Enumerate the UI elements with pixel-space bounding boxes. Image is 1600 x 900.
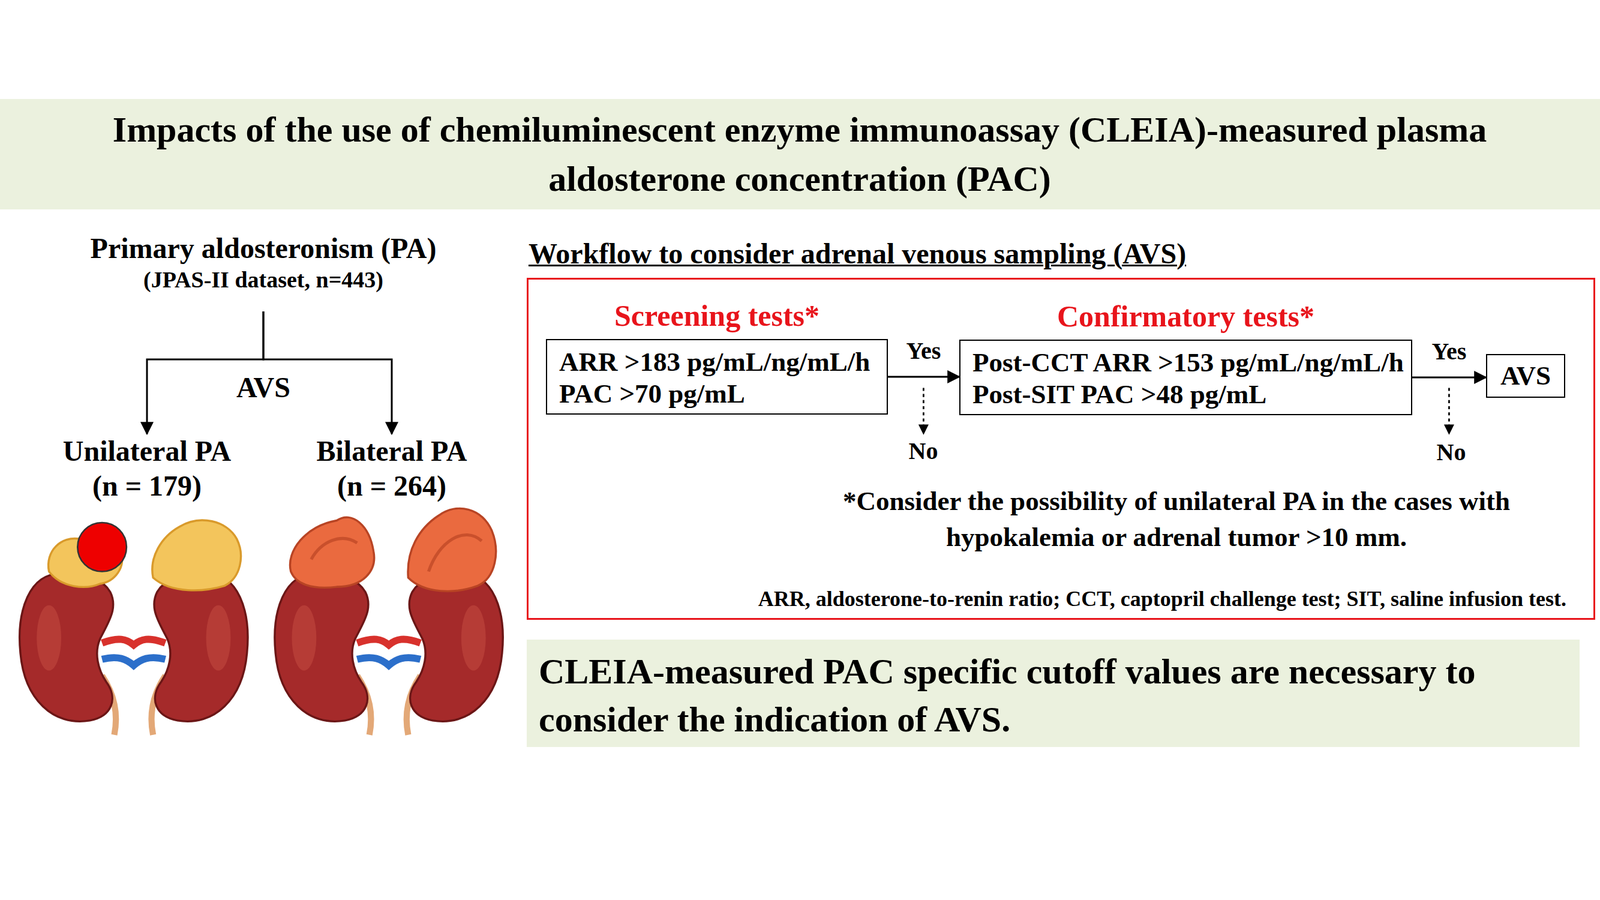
adrenal-gland bbox=[152, 520, 242, 591]
no-label: No bbox=[1391, 437, 1512, 467]
kidney-highlight bbox=[206, 605, 231, 671]
tree-root: Primary aldosteronism (PA)(JPAS-II datas… bbox=[35, 230, 492, 312]
no-leader-line bbox=[1448, 387, 1451, 426]
kidney bbox=[19, 573, 114, 722]
adenoma-marker bbox=[77, 522, 127, 572]
footnote: *Consider the possibility of unilateral … bbox=[798, 482, 1555, 555]
process-box: Confirmatory tests*Post-CCT ARR >153 pg/… bbox=[959, 339, 1413, 416]
adrenal-texture bbox=[311, 538, 358, 560]
count-label: (n = 179) bbox=[26, 468, 267, 504]
edge-label: Yes bbox=[1389, 337, 1510, 366]
title-text: Impacts of the use of chemiluminescent e… bbox=[79, 98, 1520, 210]
dataset-note: (JPAS-II dataset, n=443) bbox=[35, 265, 492, 294]
unilateral-kidneys bbox=[19, 520, 248, 735]
criteria-text: Post-CCT ARR >153 pg/mL/ng/mL/h Post-SIT… bbox=[960, 340, 1412, 411]
vein bbox=[356, 657, 420, 666]
adrenal-gland bbox=[407, 508, 497, 591]
adrenal-gland bbox=[289, 517, 374, 588]
workflow-frame: Workflow to consider adrenal venous samp… bbox=[526, 277, 1596, 620]
section-heading: Workflow to consider adrenal venous samp… bbox=[528, 236, 1187, 272]
vein bbox=[101, 657, 165, 666]
connector-arrow bbox=[1412, 376, 1487, 379]
group-label: Unilateral PA bbox=[26, 433, 267, 469]
kidney bbox=[274, 573, 369, 722]
no-arrowhead bbox=[1444, 424, 1455, 435]
no-leader-line bbox=[922, 387, 925, 426]
group-label: Bilateral PA bbox=[271, 433, 512, 469]
end-box: AVS bbox=[1486, 353, 1566, 398]
bilateral-kidneys bbox=[274, 508, 503, 735]
split-label: AVS bbox=[143, 370, 384, 405]
group-heading: Primary aldosteronism (PA) bbox=[35, 230, 492, 266]
kidney-highlight bbox=[291, 605, 317, 671]
no-arrowhead bbox=[918, 424, 929, 435]
conclusion-band: CLEIA-measured PAC specific cutoff value… bbox=[526, 639, 1580, 747]
criteria-text: ARR >183 pg/mL/ng/mL/h PAC >70 pg/mL bbox=[547, 340, 887, 410]
count-label: (n = 264) bbox=[271, 468, 512, 504]
process-box: Screening tests*ARR >183 pg/mL/ng/mL/h P… bbox=[545, 338, 888, 415]
abbreviation-note: ARR, aldosterone-to-renin ratio; CCT, ca… bbox=[758, 585, 1567, 612]
no-label: No bbox=[863, 436, 984, 466]
adrenal-texture bbox=[428, 535, 482, 572]
connector-arrow bbox=[887, 376, 960, 378]
tree-leaf: Unilateral PA(n = 179) bbox=[26, 433, 267, 509]
kidney bbox=[154, 573, 248, 722]
edge-label: Yes bbox=[863, 336, 984, 366]
step-heading: Confirmatory tests* bbox=[870, 298, 1502, 335]
artery bbox=[101, 638, 165, 645]
artery bbox=[356, 638, 420, 645]
kidney bbox=[409, 573, 503, 722]
box-text: AVS bbox=[1487, 355, 1565, 397]
title-band bbox=[0, 98, 1600, 210]
step-heading: Screening tests* bbox=[457, 297, 977, 334]
conclusion-text: CLEIA-measured PAC specific cutoff value… bbox=[526, 639, 1580, 744]
tree-leaf: Bilateral PA(n = 264) bbox=[271, 433, 512, 509]
kidney-highlight bbox=[36, 605, 62, 671]
kidney-highlight bbox=[461, 605, 486, 671]
